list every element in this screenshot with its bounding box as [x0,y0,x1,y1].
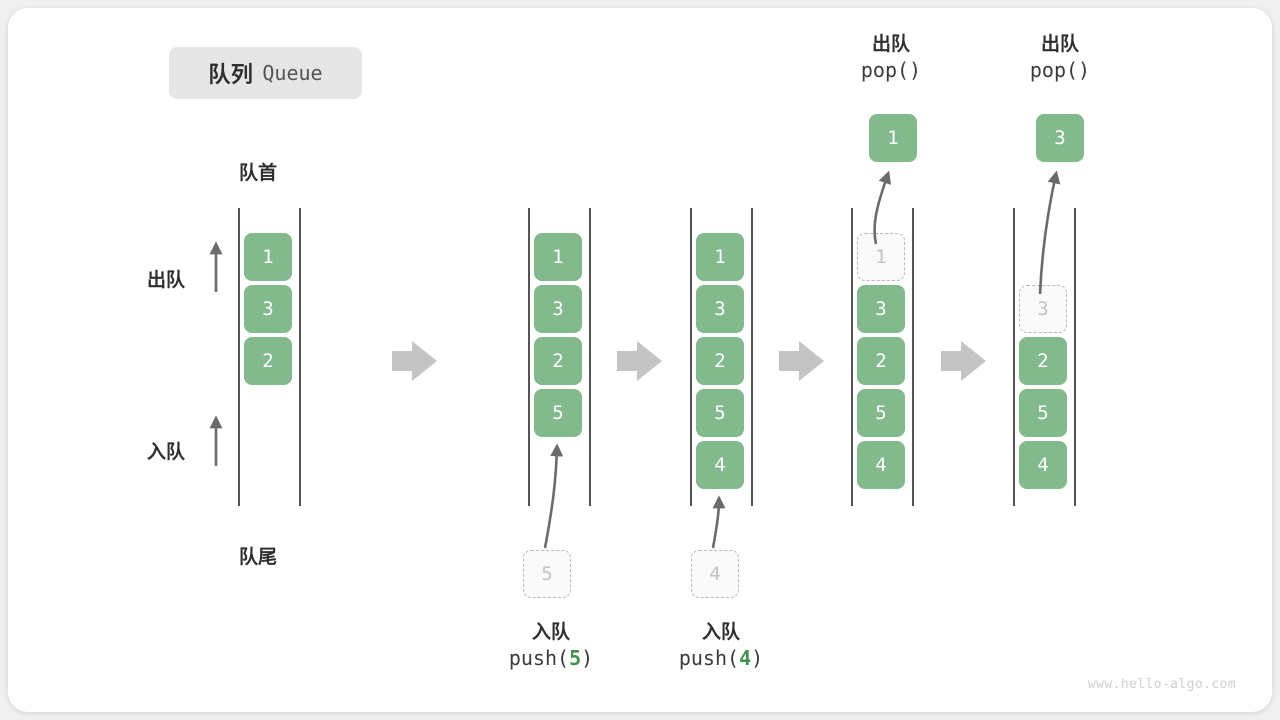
caption-push-4-code: push(4) [636,645,806,671]
caption-push-4: 入队 push(4) [636,620,806,671]
caption-pop-3-code: pop() [1029,58,1091,82]
queue-element: 4 [696,441,744,489]
queue-front-label: 队首 [239,163,278,184]
queue-rear-label: 队尾 [239,547,278,568]
queue-element: 1 [244,233,292,281]
title-badge: 队列 Queue [169,47,362,99]
popped-element-3: 3 [1036,114,1084,162]
diagram-card [8,8,1272,712]
queue-element: 3 [244,285,292,333]
caption-pop-1-cn: 出队 [871,34,910,55]
caption-push-5: 入队 push(5) [466,620,636,671]
queue-element: 1 [696,233,744,281]
ghost-element-push-5: 5 [523,550,571,598]
queue-element: 5 [534,389,582,437]
rail-right-col1 [299,208,301,506]
queue-element: 2 [696,337,744,385]
queue-element: 3 [534,285,582,333]
rail-left-col3 [690,208,692,506]
enqueue-direction-label: 入队 [147,442,186,463]
title-label-en: Queue [262,61,323,85]
ghost-element-pop-3: 3 [1019,285,1067,333]
code-suffix: ) [751,646,764,670]
watermark: www.hello-algo.com [1087,677,1236,692]
title-label-cn: 队列 [208,62,254,87]
rail-right-col5 [1074,208,1076,506]
queue-element: 2 [1019,337,1067,385]
queue-element: 4 [857,441,905,489]
caption-push-5-cn: 入队 [531,622,570,643]
rail-right-col2 [589,208,591,506]
code-suffix: ) [581,646,594,670]
caption-pop-1: 出队 pop() [806,32,976,83]
rail-left-col5 [1013,208,1015,506]
queue-element: 5 [857,389,905,437]
queue-element: 5 [696,389,744,437]
rail-right-col3 [751,208,753,506]
caption-push-5-code: push(5) [466,645,636,671]
queue-element: 2 [534,337,582,385]
code-prefix: push( [508,646,570,670]
code-prefix: push( [678,646,740,670]
queue-element: 4 [1019,441,1067,489]
code-arg: 4 [739,646,752,670]
queue-element: 3 [857,285,905,333]
rail-left-col2 [528,208,530,506]
rail-left-col4 [851,208,853,506]
caption-pop-3: 出队 pop() [975,32,1145,83]
ghost-element-pop-1: 1 [857,233,905,281]
queue-element: 2 [244,337,292,385]
queue-element: 3 [696,285,744,333]
ghost-element-push-4: 4 [691,550,739,598]
caption-push-4-cn: 入队 [701,622,740,643]
dequeue-direction-label: 出队 [147,270,186,291]
queue-element: 2 [857,337,905,385]
rail-left-col1 [238,208,240,506]
popped-element-1: 1 [869,114,917,162]
rail-right-col4 [912,208,914,506]
caption-pop-3-cn: 出队 [1040,34,1079,55]
code-arg: 5 [569,646,582,670]
queue-element: 1 [534,233,582,281]
caption-pop-1-code: pop() [860,58,922,82]
queue-element: 5 [1019,389,1067,437]
